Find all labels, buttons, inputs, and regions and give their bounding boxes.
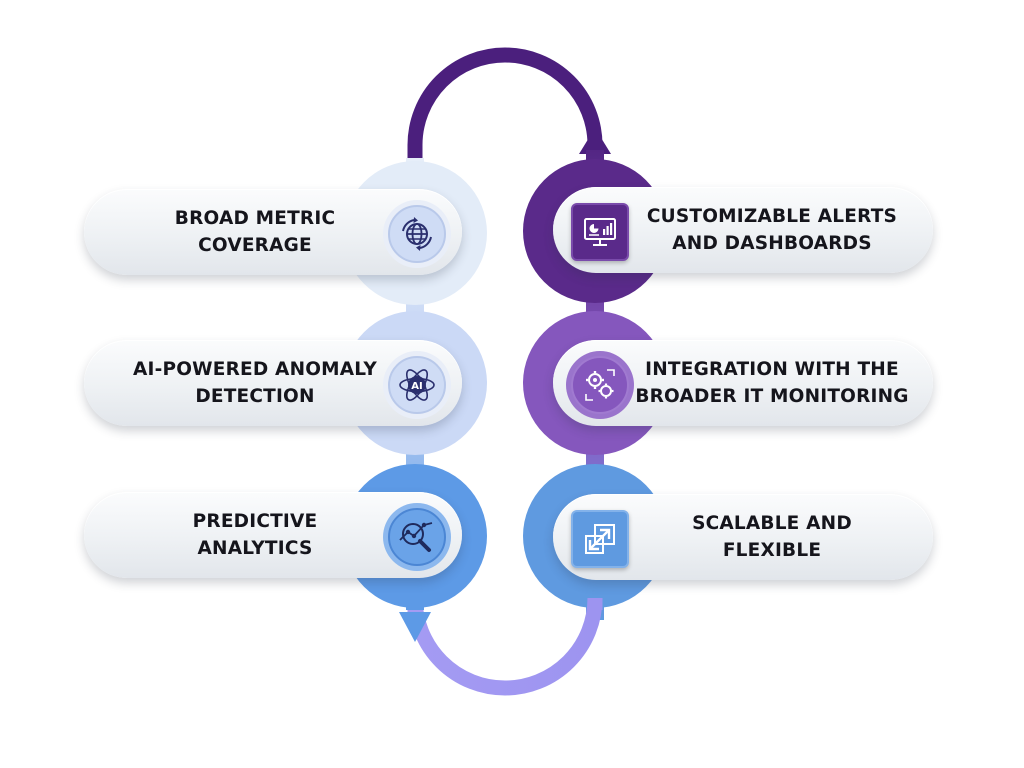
- svg-text:AI: AI: [411, 381, 422, 392]
- card-label: AI-POWERED ANOMALY DETECTION: [132, 359, 378, 407]
- card-label: PREDICTIVE ANALYTICS: [192, 511, 318, 559]
- top-loop-arrowhead: [579, 128, 611, 154]
- gears-sync-icon: [571, 356, 629, 414]
- dashboard-monitor-icon: [571, 203, 629, 261]
- card-label: BROAD METRIC COVERAGE: [174, 208, 336, 256]
- card-predictive-analytics: PREDICTIVE ANALYTICS: [84, 492, 462, 578]
- globe-icon: [388, 205, 446, 263]
- bottom-loop-arrowhead: [399, 612, 431, 642]
- top-loop-arc: [407, 47, 603, 158]
- card-ai-powered-anomaly-detection: AI-POWERED ANOMALY DETECTION AI: [84, 340, 462, 426]
- card-integration-it-monitoring: INTEGRATION WITH THE BROADER IT MONITORI…: [553, 340, 933, 426]
- card-label: CUSTOMIZABLE ALERTS AND DASHBOARDS: [646, 206, 898, 254]
- resize-arrow-icon: [571, 510, 629, 568]
- bottom-loop-arc: [407, 597, 603, 696]
- bottom-loop-join: [406, 588, 424, 610]
- card-scalable-flexible: SCALABLE AND FLEXIBLE: [553, 494, 933, 580]
- card-customizable-alerts-dashboards: CUSTOMIZABLE ALERTS AND DASHBOARDS: [553, 187, 933, 273]
- analytics-magnifier-icon: [388, 508, 446, 566]
- card-label: SCALABLE AND FLEXIBLE: [692, 513, 852, 561]
- card-label: INTEGRATION WITH THE BROADER IT MONITORI…: [635, 359, 909, 407]
- ai-atom-icon: AI: [388, 356, 446, 414]
- card-broad-metric-coverage: BROAD METRIC COVERAGE: [84, 189, 462, 275]
